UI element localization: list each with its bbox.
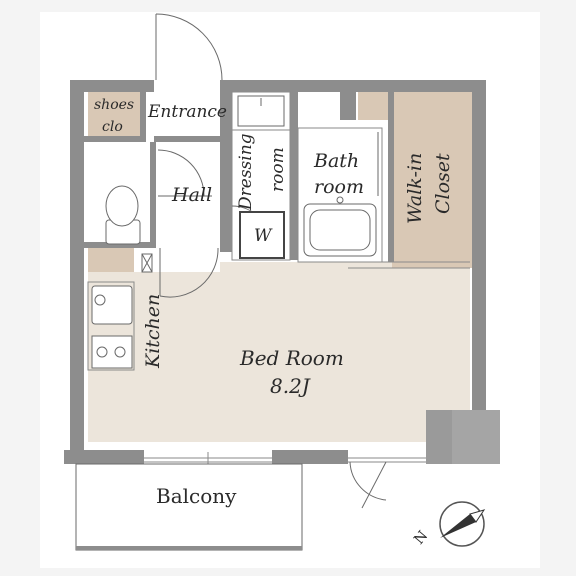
kitchen-vent: [141, 253, 153, 273]
kitchen-label: Kitchen: [142, 293, 164, 368]
shoes-closet-label-line2: clo: [102, 119, 123, 135]
walkin-closet-label-line2: Closet: [432, 153, 454, 214]
bath-room-label-line1: Bath: [314, 150, 360, 172]
walkin-closet-notch: [358, 92, 392, 120]
interior-lines: [87, 91, 470, 470]
bathtub: [303, 132, 379, 257]
balcony-rail: [75, 463, 303, 551]
bedroom-size-label: 8.2J: [270, 374, 310, 398]
washer-label: W: [254, 226, 272, 246]
toilet: [105, 185, 141, 245]
bedroom-label: Bed Room: [240, 346, 344, 370]
dressing-room-label-line2: room: [268, 147, 288, 192]
sink: [237, 95, 285, 127]
bedroom-floor: [88, 272, 470, 442]
walkin-closet-floor: [392, 92, 472, 268]
shoes-closet-label-line1: shoes: [94, 97, 135, 113]
balcony-label: Balcony: [156, 484, 237, 508]
dressing-room-label-line1: Dressing: [236, 133, 256, 210]
walls: [64, 80, 500, 464]
entrance-door: [155, 13, 223, 81]
toilet-shelf: [88, 248, 134, 272]
walkin-closet-label-line1: Walk-in: [404, 152, 426, 224]
compass-icon: [439, 501, 486, 547]
shoes-closet-floor: [88, 92, 140, 142]
kitchen-appliances: [91, 285, 133, 369]
bath-room-label-line2: room: [314, 176, 364, 198]
entrance-label: Entrance: [148, 102, 227, 122]
hall-label: Hall: [172, 184, 213, 206]
washer-box: [239, 211, 285, 259]
